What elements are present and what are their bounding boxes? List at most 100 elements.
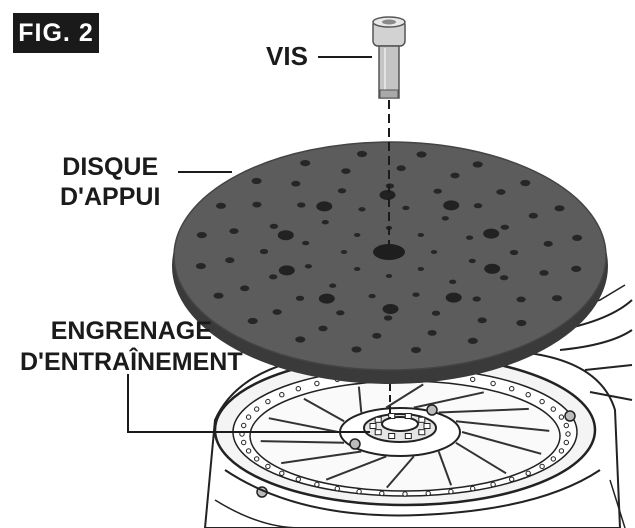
housing-vent-hole (539, 398, 545, 405)
fan-blade (455, 420, 550, 432)
pad-hole (251, 177, 262, 185)
housing-vent-hole (254, 456, 260, 462)
housing-vent-hole (356, 488, 362, 495)
pad-hole (466, 235, 474, 240)
housing-vent-hole (448, 488, 454, 495)
gear-tooth (388, 413, 396, 419)
pad-hole-large (445, 292, 462, 303)
pad-hole-large (316, 201, 333, 212)
pad-hole (295, 336, 306, 343)
housing-vent-hole (245, 414, 252, 420)
gear-tooth (374, 429, 382, 436)
pad-hole (383, 315, 393, 321)
pad-hole (291, 180, 301, 187)
pad-hole (357, 150, 367, 158)
fan-blade (325, 455, 387, 481)
pad-hole (412, 292, 420, 297)
label-backing-pad: DISQUE D'APPUI (60, 152, 160, 212)
pad-hole-large (278, 265, 295, 276)
housing-vent-hole (490, 481, 496, 488)
fan-blade (413, 391, 485, 409)
fan-blade (357, 386, 363, 413)
backing-pad-icon (172, 141, 608, 384)
housing-vent-hole (539, 463, 545, 470)
pad-hole (430, 250, 438, 254)
housing-vent-hole (470, 485, 476, 492)
fan-blade (455, 441, 507, 475)
pad-hole (450, 172, 460, 179)
pad-hole (321, 220, 329, 225)
fan-blade (438, 407, 529, 414)
fan-blade (281, 450, 362, 465)
pad-hole (247, 317, 258, 325)
pad-hole (520, 179, 531, 187)
pad-hole (528, 212, 538, 219)
gear-tooth (388, 433, 396, 439)
housing-vent-hole (509, 386, 515, 392)
pad-hole (337, 188, 347, 194)
pad-hole (509, 249, 519, 256)
pad-hole (269, 223, 279, 229)
pad-hole (417, 233, 424, 237)
housing-vent-hole (470, 376, 476, 383)
screw-icon (372, 16, 406, 99)
pad-hole (341, 168, 351, 175)
gear-tooth (374, 416, 382, 423)
pad-hole (441, 216, 449, 221)
housing-vent-hole (279, 392, 285, 398)
housing-vent-hole (490, 380, 496, 387)
gear-tooth (418, 429, 426, 436)
gear-tooth (404, 413, 412, 419)
label-drive-gear-line-2: D'ENTRAÎNEMENT (20, 348, 243, 376)
pad-hole (468, 258, 476, 264)
pad-hole-large (483, 228, 500, 239)
pad-hole (354, 267, 361, 271)
pad-hole (554, 205, 565, 212)
pad-hole (477, 317, 487, 324)
pad-hole-large (318, 293, 335, 304)
housing-vent-hole (279, 470, 285, 476)
housing-vent-hole (254, 406, 260, 412)
housing-vent-hole (265, 398, 271, 405)
pad-hole-large (382, 304, 399, 314)
pad-hole (195, 263, 206, 270)
housing-vent-hole (295, 386, 301, 392)
label-backing-pad-line-2: D'APPUI (60, 183, 161, 211)
housing-vent-hole (241, 422, 247, 429)
pad-hole (272, 309, 282, 315)
fan-blade (303, 397, 345, 423)
pad-hole (417, 267, 424, 271)
pad-hole-large (443, 200, 460, 211)
pad-hole (252, 201, 262, 208)
housing-vent-hole (558, 448, 565, 454)
fan-blade (461, 431, 542, 455)
gear-tooth (423, 423, 431, 429)
pad-hole-large (277, 230, 294, 241)
pad-hole (300, 160, 311, 167)
pad-hole (297, 202, 306, 208)
fan-blade (437, 451, 453, 486)
pad-hole (499, 275, 509, 281)
housing-vent-hole (379, 490, 385, 497)
pad-hole-large (484, 263, 501, 274)
pad-hole (516, 296, 526, 303)
pad-hole (240, 285, 250, 292)
label-screw: VIS (266, 41, 308, 71)
pad-hole (295, 295, 305, 301)
housing-vent-hole (425, 490, 431, 497)
pad-hole (372, 332, 382, 339)
pad-hole (396, 165, 406, 172)
pad-hole (216, 202, 226, 209)
housing-vent-hole (525, 470, 531, 476)
housing-vent-hole (245, 448, 252, 454)
pad-hole (304, 264, 312, 269)
pad-hole (318, 325, 328, 332)
pad-hole (571, 265, 582, 272)
housing-vent-hole (525, 392, 531, 398)
figure-number-badge: FIG. 2 (13, 13, 99, 53)
leader-line-drive-gear (127, 374, 370, 433)
gear-tooth (404, 433, 412, 439)
housing-vent-hole (563, 439, 569, 446)
fan-blade (260, 440, 345, 444)
